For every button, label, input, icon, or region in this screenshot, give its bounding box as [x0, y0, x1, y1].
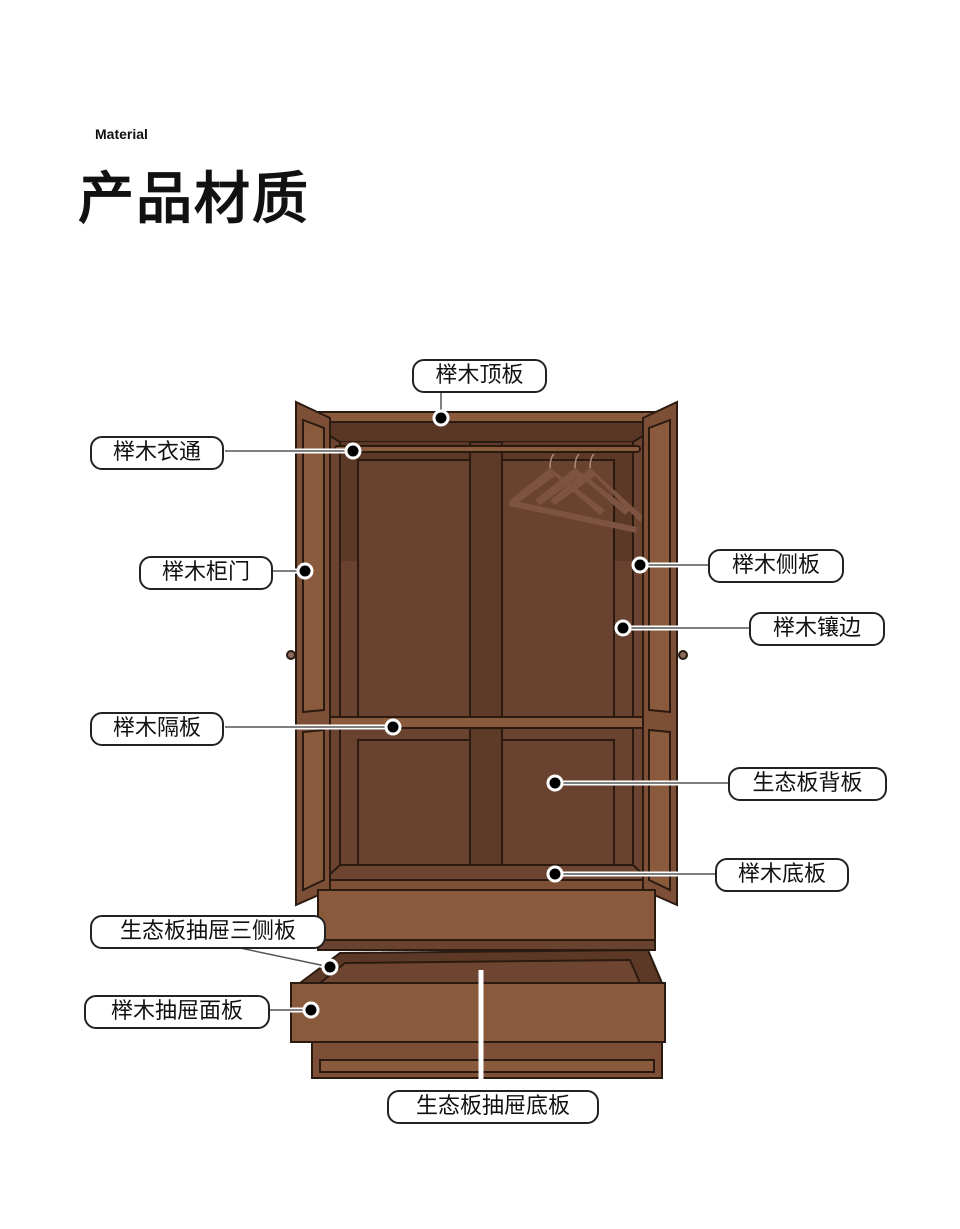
door-knob-icon: [678, 650, 688, 660]
callout-dots: [296, 409, 649, 1019]
label-top-panel: 榉木顶板: [412, 359, 547, 393]
label-back-panel: 生态板背板: [728, 767, 887, 801]
section-subtitle: Material: [95, 126, 148, 142]
label-trim: 榉木镶边: [749, 612, 885, 646]
label-bottom-panel: 榉木底板: [715, 858, 849, 892]
label-drawer-bottom: 生态板抽屉底板: [387, 1090, 599, 1124]
label-shelf: 榉木隔板: [90, 712, 224, 746]
hangers-icon: [508, 468, 645, 533]
label-drawer-front: 榉木抽屉面板: [84, 995, 270, 1029]
drawer-front: [290, 982, 666, 1043]
page-title: 产品材质: [78, 167, 310, 232]
label-side-panel: 榉木侧板: [708, 549, 844, 583]
door-knob-icon: [286, 650, 296, 660]
top-drawer: [317, 889, 656, 941]
label-hanging-rail: 榉木衣通: [90, 436, 224, 470]
label-door: 榉木柜门: [139, 556, 273, 590]
label-drawer-sides: 生态板抽屉三侧板: [90, 915, 326, 949]
